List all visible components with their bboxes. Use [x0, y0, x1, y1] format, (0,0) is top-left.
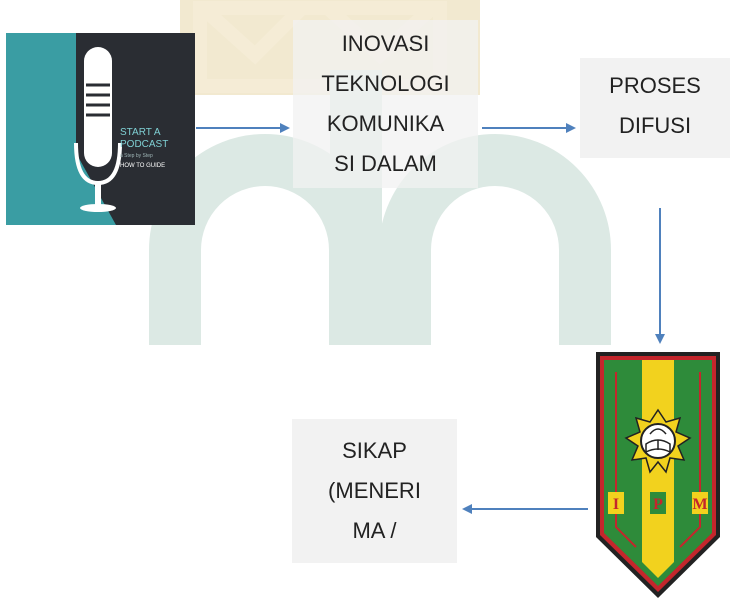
diffusion-box: PROSES DIFUSI	[580, 58, 730, 158]
podcast-subtitle: a Step by Step	[120, 153, 153, 159]
innovation-box: INOVASI TEKNOLOGI KOMUNIKA SI DALAM	[293, 20, 478, 188]
innovation-line-4: SI DALAM	[334, 151, 437, 176]
ipm-letter-p: P	[653, 496, 663, 513]
podcast-thumbnail: START A PODCAST a Step by Step HOW TO GU…	[6, 33, 195, 225]
podcast-title-1: START A	[120, 127, 161, 138]
innovation-line-2: TEKNOLOGI	[321, 71, 450, 96]
attitude-line-3: MA /	[352, 518, 397, 543]
diffusion-line-1: PROSES	[609, 73, 701, 98]
diffusion-line-2: DIFUSI	[618, 113, 692, 138]
attitude-line-2: (MENERI	[328, 478, 421, 503]
podcast-guide: HOW TO GUIDE	[120, 163, 165, 169]
ipm-letter-i: I	[613, 496, 619, 513]
ipm-letter-m: M	[692, 496, 707, 513]
podcast-title-2: PODCAST	[120, 139, 168, 150]
ipm-emblem: I P M	[596, 352, 720, 598]
microphone-icon	[74, 47, 122, 212]
innovation-line-3: KOMUNIKA	[326, 111, 445, 136]
attitude-line-1: SIKAP	[342, 438, 407, 463]
attitude-box: SIKAP (MENERI MA /	[292, 419, 457, 563]
ipm-emblem-icon	[624, 408, 692, 474]
innovation-line-1: INOVASI	[341, 31, 430, 56]
